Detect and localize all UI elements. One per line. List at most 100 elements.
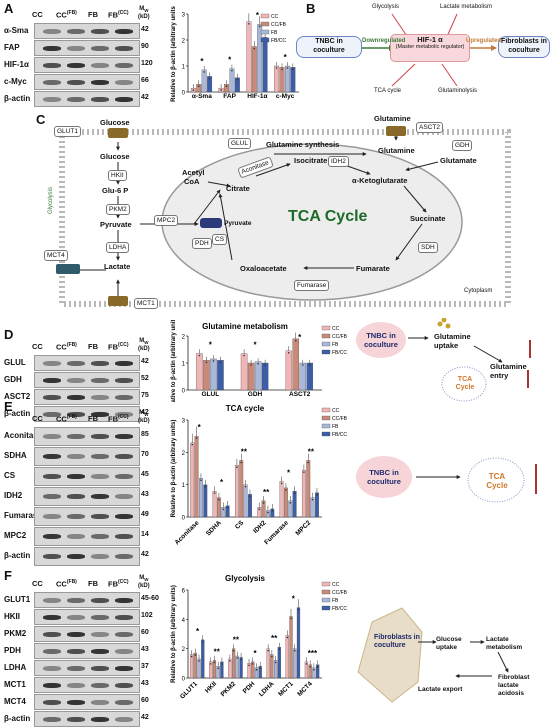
blot-strip — [34, 406, 140, 422]
bar-fb-cc — [306, 362, 314, 391]
x-tick-label: PKM2 — [220, 680, 238, 698]
blot-row-kd: 43 — [141, 645, 149, 653]
lane-label-fb: FB — [88, 10, 98, 19]
bar-cc — [279, 481, 284, 518]
bar-fb-cc — [261, 362, 269, 391]
lane-label-superscript: (CC) — [118, 579, 129, 585]
lane-label-cc: CC — [32, 342, 43, 351]
chart-title: Glycolysis — [225, 574, 266, 583]
enzyme-sdh: SDH — [418, 242, 438, 253]
panel-label-e: E — [4, 399, 13, 414]
legend-label: FB — [332, 424, 339, 430]
bar-cc — [234, 465, 239, 518]
lane-label-superscript: (CC) — [118, 414, 129, 420]
blot-band — [43, 494, 61, 499]
data-point — [305, 663, 308, 665]
lane-label-text: FB — [88, 342, 98, 351]
hif-diagram: HIF-1 α (Master metabolic regulator) TNB… — [292, 0, 550, 102]
x-tick-label: GLUL — [201, 391, 219, 398]
hif-subtitle: (Master metabolic regulator) — [395, 44, 465, 50]
node-glutamine-inner: Glutamine — [378, 146, 415, 155]
node-succinate: Succinate — [410, 214, 446, 223]
blot-band — [91, 454, 109, 459]
blot-band — [91, 699, 109, 705]
data-point — [220, 89, 222, 91]
enzyme-asct2: ASCT2 — [416, 122, 443, 133]
node-glutamate: Glutamate — [440, 156, 477, 165]
legend-label: CC — [332, 326, 340, 332]
tca-title: TCA Cycle — [288, 208, 368, 225]
data-point — [274, 661, 277, 664]
bar-fb-cc — [315, 492, 319, 518]
enzyme-mpc2: MPC2 — [154, 215, 179, 226]
data-point — [264, 364, 266, 366]
legend-label: CC/FB — [332, 416, 348, 422]
blot-band — [67, 454, 85, 459]
bar-cc-fb — [279, 67, 285, 93]
bar-cc-fb — [216, 497, 221, 518]
blot-row-label: PKM2 — [4, 628, 27, 638]
blot-band — [67, 631, 85, 637]
tnbc-cell-d: TNBC in coculture — [356, 322, 406, 358]
blot-strip — [34, 547, 140, 566]
bar-fb-cc — [225, 505, 230, 518]
blot-band — [43, 665, 61, 671]
lane-label-text: CC — [56, 10, 67, 20]
blot-row-label: Aconitase — [4, 431, 43, 440]
blot-band — [115, 28, 133, 34]
bar-cc-fb — [251, 661, 255, 679]
data-point — [267, 511, 269, 514]
lane-label-text: FB — [88, 10, 98, 19]
blot-band — [43, 614, 61, 620]
node-fumarate: Fumarate — [356, 264, 390, 273]
bar-fb — [310, 497, 315, 518]
fibroblast-box: Fibroblasts in coculture — [498, 36, 550, 58]
legend-swatch — [260, 21, 270, 27]
blot-strip — [34, 372, 140, 388]
pathway-graphics — [56, 126, 511, 307]
blot-band — [43, 474, 61, 479]
blot-band — [43, 514, 61, 519]
data-point — [212, 360, 215, 362]
data-point — [251, 663, 254, 665]
blot-band — [67, 79, 85, 85]
mw-m: M — [139, 338, 145, 344]
significance-marker: ** — [241, 447, 248, 456]
significance-marker: ** — [271, 634, 278, 643]
blot-band — [91, 494, 109, 499]
data-point — [226, 506, 229, 509]
legend-swatch — [321, 333, 331, 339]
tca-schematic: TNBC in coculture TCA Cycle — [352, 450, 550, 530]
tca-cycle-d: TCA Cycle — [455, 376, 475, 391]
blot-strip — [34, 487, 140, 506]
mw-m: M — [139, 6, 145, 12]
mw-w: W — [144, 8, 149, 14]
significance-marker: * — [292, 595, 296, 604]
lane-label-text: CC — [32, 579, 43, 588]
blot-row-kd: 42 — [141, 408, 149, 416]
node-glucose-inner: Glucose — [100, 152, 130, 161]
blot-row-kd: 42 — [141, 25, 149, 33]
y-tick-label: 3 — [182, 419, 186, 425]
node-coa: CoA — [184, 177, 200, 186]
blot-band — [67, 28, 85, 34]
significance-marker: ** — [263, 488, 270, 497]
data-point — [303, 471, 305, 473]
hif-title: HIF-1 α — [417, 35, 443, 44]
data-point — [236, 466, 238, 469]
bar-fb-cc — [262, 37, 268, 93]
x-tick-label: α-Sma — [192, 93, 212, 100]
lane-label-text: CC — [32, 10, 43, 19]
blot-band — [91, 377, 109, 383]
data-point — [190, 655, 193, 658]
hif-center-box: HIF-1 α (Master metabolic regulator) — [390, 34, 470, 62]
molecular-weight-header: MW(kD) — [138, 6, 150, 21]
legend-swatch — [321, 341, 331, 347]
y-tick-label: 0 — [182, 677, 186, 683]
blot-band — [67, 360, 85, 366]
blot-row-label: CS — [4, 471, 16, 480]
blot-row-kd: 42 — [141, 93, 149, 101]
